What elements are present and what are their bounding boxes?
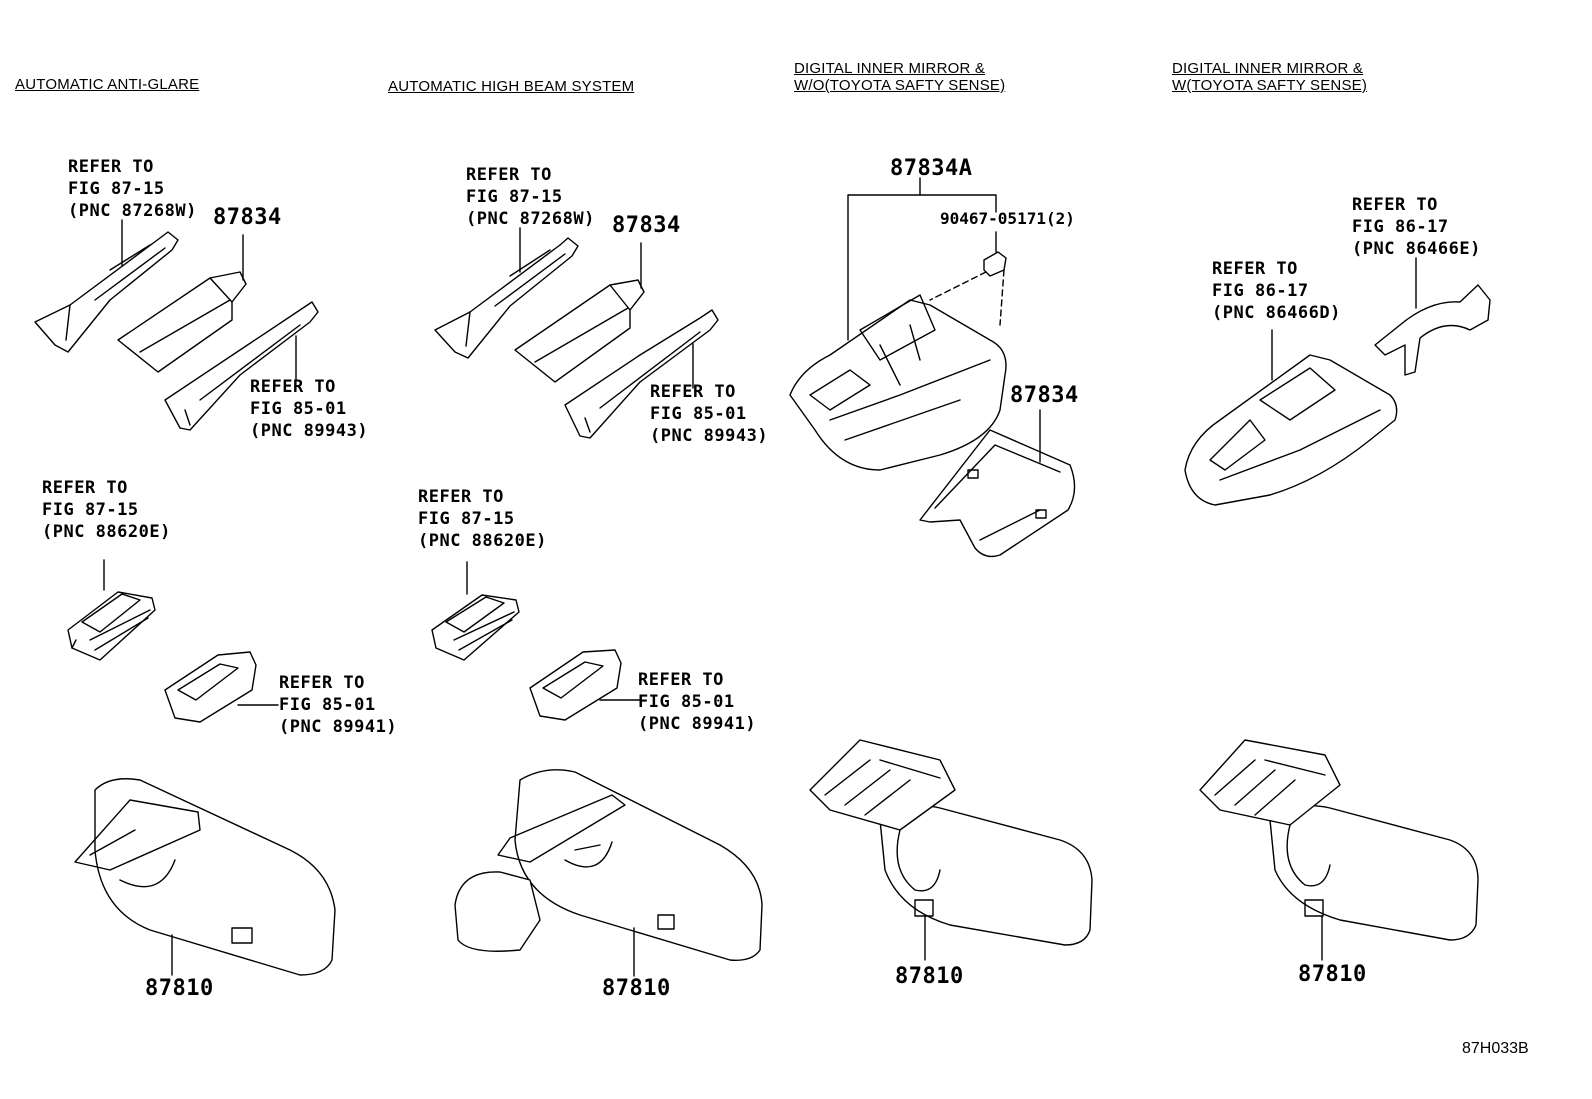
ref-line: FIG 87-15: [418, 509, 515, 529]
ref-line: (PNC 89943): [650, 426, 769, 446]
ref-line: REFER TO: [1352, 195, 1438, 215]
ref-label-a4: REFER TO FIG 85-01 (PNC 89941): [279, 672, 397, 738]
a-switch-unit: [67, 559, 156, 661]
ref-label-a2: REFER TO FIG 85-01 (PNC 89943): [250, 376, 368, 442]
ref-label-b1: REFER TO FIG 87-15 (PNC 87268W): [466, 164, 595, 230]
ref-line: FIG 85-01: [650, 404, 747, 424]
part-number-c-screw: 90467-05171(2): [940, 209, 1075, 228]
ref-label-b3: REFER TO FIG 87-15 (PNC 88620E): [418, 486, 547, 552]
ref-line: FIG 87-15: [68, 179, 165, 199]
part-number-b-mirror: 87810: [602, 976, 671, 1001]
a-sensor: [164, 651, 279, 723]
ref-line: FIG 87-15: [466, 187, 563, 207]
section-title-digital-mirror-w-tss: DIGITAL INNER MIRROR & W(TOYOTA SAFTY SE…: [1172, 60, 1367, 94]
ref-line: REFER TO: [42, 478, 128, 498]
b-inner-mirror: [454, 769, 763, 977]
ref-line: FIG 87-15: [42, 500, 139, 520]
section-title-automatic-high-beam: AUTOMATIC HIGH BEAM SYSTEM: [388, 78, 635, 95]
part-number-c-cover: 87834: [1010, 383, 1079, 408]
ref-label-a3: REFER TO FIG 87-15 (PNC 88620E): [42, 477, 171, 543]
ref-line: (PNC 88620E): [418, 531, 547, 551]
part-number-c-assembly: 87834A: [890, 156, 973, 181]
b-cover-87834: [514, 242, 645, 383]
a-cover-87834: [117, 234, 247, 373]
ref-line: REFER TO: [68, 157, 154, 177]
ref-line: REFER TO: [466, 165, 552, 185]
c-screw: [929, 231, 1007, 326]
part-number-b-cover: 87834: [612, 213, 681, 238]
ref-line: REFER TO: [650, 382, 736, 402]
ref-line: REFER TO: [279, 673, 365, 693]
ref-label-b2: REFER TO FIG 85-01 (PNC 89943): [650, 381, 768, 447]
ref-label-b4: REFER TO FIG 85-01 (PNC 89941): [638, 669, 756, 735]
figure-code: 87H033B: [1462, 1040, 1529, 1057]
b-harness-bracket-right: [564, 309, 719, 439]
section-title-line1: DIGITAL INNER MIRROR &: [794, 60, 986, 77]
section-title-line2: W(TOYOTA SAFTY SENSE): [1172, 77, 1368, 94]
a-harness-bracket-right: [164, 301, 319, 431]
c-bracket-leader: [847, 177, 997, 341]
ref-line: FIG 86-17: [1352, 217, 1449, 237]
ref-line: FIG 85-01: [250, 399, 347, 419]
ref-line: (PNC 87268W): [466, 209, 595, 229]
a-harness-bracket-left: [34, 219, 179, 353]
ref-label-d1: REFER TO FIG 86-17 (PNC 86466E): [1352, 194, 1481, 260]
ref-line: (PNC 89943): [250, 421, 369, 441]
b-sensor: [529, 649, 641, 721]
section-title-line2: W/O(TOYOTA SAFTY SENSE): [794, 77, 1006, 94]
d-cover-86466e: [1374, 257, 1491, 376]
part-number-c-mirror: 87810: [895, 964, 964, 989]
c-digital-mirror: [809, 739, 1093, 961]
c-mirror-mount-housing: [789, 294, 1007, 471]
ref-label-a1: REFER TO FIG 87-15 (PNC 87268W): [68, 156, 197, 222]
ref-line: (PNC 86466E): [1352, 239, 1481, 259]
ref-line: REFER TO: [638, 670, 724, 690]
ref-line: REFER TO: [418, 487, 504, 507]
ref-line: (PNC 89941): [279, 717, 398, 737]
ref-line: FIG 85-01: [279, 695, 376, 715]
c-cover-87834: [919, 409, 1076, 558]
ref-line: (PNC 86466D): [1212, 303, 1341, 323]
part-number-d-mirror: 87810: [1298, 962, 1367, 987]
ref-label-d2: REFER TO FIG 86-17 (PNC 86466D): [1212, 258, 1341, 324]
ref-line: FIG 85-01: [638, 692, 735, 712]
section-title-line1: DIGITAL INNER MIRROR &: [1172, 60, 1364, 77]
part-number-a-mirror: 87810: [145, 976, 214, 1001]
b-harness-bracket-left: [434, 227, 579, 359]
ref-line: FIG 86-17: [1212, 281, 1309, 301]
section-title-digital-mirror-wo-tss: DIGITAL INNER MIRROR & W/O(TOYOTA SAFTY …: [794, 60, 1005, 94]
ref-line: (PNC 89941): [638, 714, 757, 734]
d-mirror-mount-housing: [1184, 329, 1398, 506]
a-inner-mirror: [74, 778, 336, 976]
section-title-automatic-anti-glare: AUTOMATIC ANTI-GLARE: [15, 76, 200, 93]
ref-line: REFER TO: [250, 377, 336, 397]
ref-line: (PNC 87268W): [68, 201, 197, 221]
part-number-a-cover: 87834: [213, 205, 282, 230]
ref-line: REFER TO: [1212, 259, 1298, 279]
d-digital-mirror: [1199, 739, 1479, 961]
ref-line: (PNC 88620E): [42, 522, 171, 542]
b-switch-unit: [431, 561, 520, 661]
